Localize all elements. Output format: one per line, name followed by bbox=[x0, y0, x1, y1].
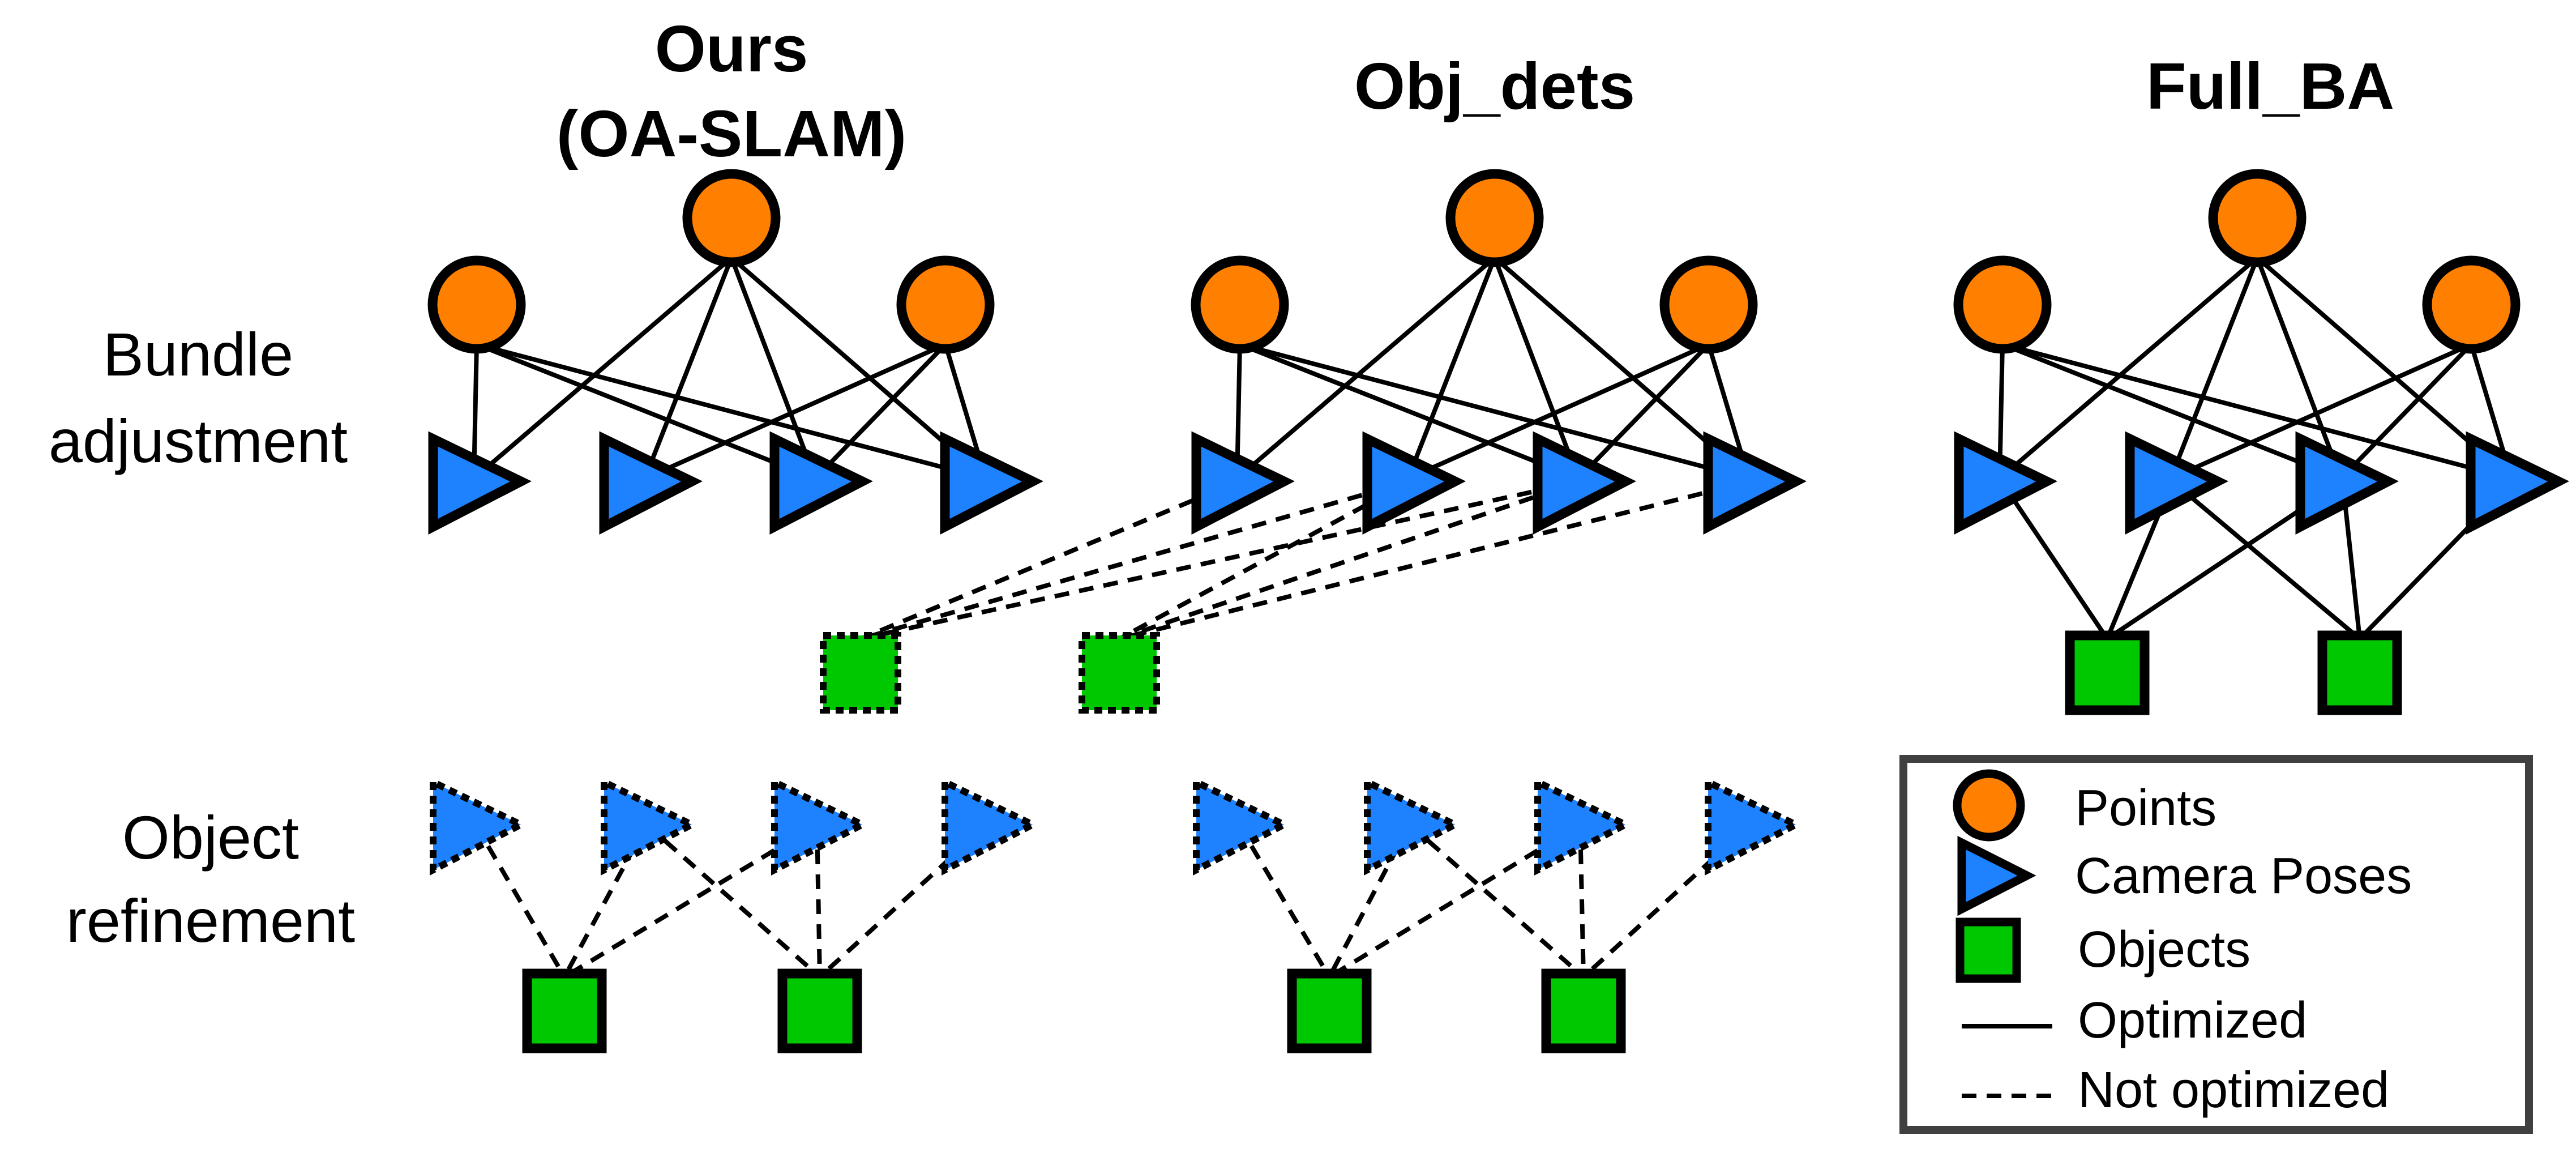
edge-point-camera bbox=[2170, 342, 2472, 481]
edge-camera-object-dashed bbox=[815, 824, 822, 978]
edge-point-camera bbox=[814, 343, 947, 480]
edge-camera-object-dashed bbox=[1236, 823, 1332, 979]
camera-node bbox=[940, 431, 1044, 535]
edge-point-camera bbox=[1239, 342, 1750, 481]
edge-point-camera bbox=[2001, 342, 2513, 481]
edge-point-camera bbox=[476, 342, 816, 481]
edge-camera-object-dashed bbox=[1408, 822, 1585, 979]
camera-node bbox=[1533, 431, 1637, 535]
camera-node bbox=[2295, 431, 2399, 535]
point-node bbox=[2208, 169, 2307, 267]
point-node bbox=[2422, 255, 2521, 354]
edge-point-camera bbox=[2001, 342, 2342, 481]
edge-point-camera bbox=[1239, 342, 1580, 481]
object-node bbox=[1287, 968, 1372, 1053]
point-node bbox=[1953, 255, 2052, 354]
object-node bbox=[2065, 630, 2150, 715]
edge-camera-object-dashed bbox=[1578, 824, 1586, 978]
camera-node-fixed bbox=[1534, 776, 1633, 876]
edge-point-camera bbox=[1577, 343, 1710, 480]
point-node bbox=[896, 255, 995, 354]
camera-node bbox=[1362, 431, 1466, 535]
legend-symbols bbox=[1899, 755, 2533, 1134]
edge-point-camera bbox=[476, 342, 987, 481]
edge-camera-object bbox=[1999, 480, 2109, 641]
edge-camera-object-dashed bbox=[1119, 479, 1751, 641]
edge-point-camera bbox=[644, 342, 947, 481]
edge-point-camera bbox=[2255, 257, 2343, 480]
camera-node bbox=[1954, 431, 2058, 535]
edge-point-camera bbox=[1998, 255, 2259, 481]
edge-point-camera bbox=[2339, 343, 2473, 480]
camera-node-fixed bbox=[942, 776, 1041, 876]
camera-node bbox=[1703, 431, 1807, 535]
edge-point-camera bbox=[1235, 255, 1496, 481]
edge-camera-object bbox=[2171, 479, 2361, 641]
camera-node-fixed bbox=[1193, 776, 1292, 876]
legend-point-symbol bbox=[1953, 769, 2025, 842]
point-node bbox=[1191, 255, 1289, 354]
edge-point-camera bbox=[643, 257, 734, 480]
object-node bbox=[777, 968, 862, 1053]
edge-point-camera bbox=[2168, 257, 2260, 480]
object-node bbox=[1541, 968, 1626, 1053]
edge-camera-object-dashed bbox=[645, 822, 821, 979]
edge-point-camera bbox=[1406, 257, 1497, 480]
edge-camera-object-dashed bbox=[1118, 479, 1581, 641]
object-node-fixed bbox=[820, 632, 901, 714]
camera-node-fixed bbox=[1364, 776, 1463, 876]
camera-node-fixed bbox=[601, 776, 700, 876]
camera-node bbox=[2466, 431, 2570, 535]
camera-node bbox=[769, 431, 874, 535]
point-node bbox=[1445, 169, 1544, 267]
camera-node bbox=[2125, 431, 2229, 535]
object-node-fixed bbox=[1079, 632, 1160, 714]
camera-node bbox=[599, 431, 703, 535]
edge-point-camera bbox=[1492, 257, 1581, 480]
edge-camera-object-dashed bbox=[859, 479, 1411, 641]
edge-point-camera bbox=[472, 255, 733, 481]
object-node bbox=[2317, 630, 2402, 715]
nodes-layer bbox=[427, 169, 2570, 1053]
edge-camera-object-dashed bbox=[473, 823, 567, 979]
point-node bbox=[682, 169, 781, 267]
camera-node bbox=[1191, 431, 1295, 535]
edge-camera-object-dashed bbox=[1118, 479, 1411, 641]
camera-node bbox=[428, 431, 532, 535]
object-node bbox=[522, 968, 607, 1053]
point-node bbox=[1659, 255, 1758, 354]
edge-point-camera bbox=[1407, 342, 1710, 481]
edge-point-camera bbox=[729, 257, 818, 480]
legend-object-symbol bbox=[1955, 917, 2021, 983]
legend-frame bbox=[1899, 755, 2533, 1134]
legend-camera-symbol bbox=[1957, 835, 2036, 916]
camera-node-fixed bbox=[771, 776, 870, 876]
edges-layer bbox=[472, 255, 2515, 979]
camera-node-fixed bbox=[430, 776, 529, 876]
camera-node-fixed bbox=[1705, 776, 1804, 876]
point-node bbox=[427, 255, 526, 354]
edge-camera-object-dashed bbox=[859, 479, 1240, 641]
